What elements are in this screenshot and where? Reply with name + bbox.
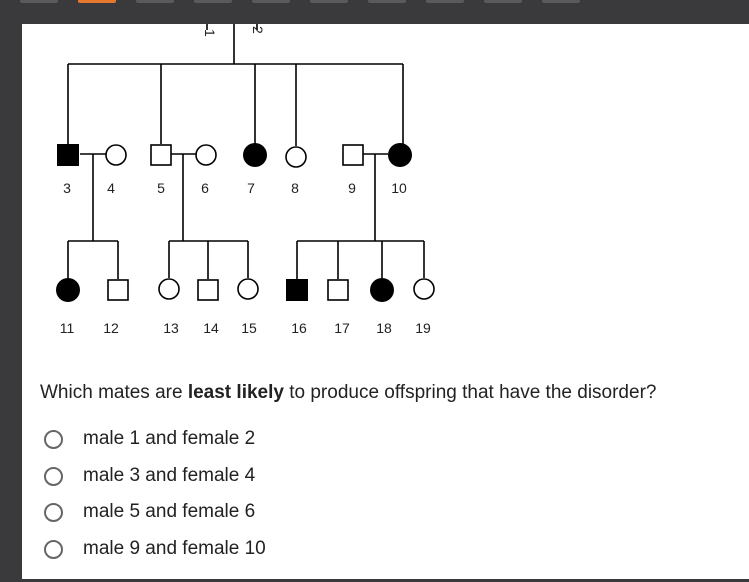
toolbar-tab[interactable] (252, 0, 290, 3)
pedigree-female-affected (56, 278, 80, 302)
question-suffix: to produce offspring that have the disor… (283, 382, 657, 403)
question-prefix: Which mates are (40, 382, 188, 403)
pedigree-male-affected (286, 279, 308, 301)
pedigree-label-19: 19 (415, 320, 431, 336)
toolbar-tab-active[interactable] (78, 0, 116, 3)
pedigree-label-9: 9 (348, 180, 356, 196)
toolbar-tab[interactable] (136, 0, 174, 3)
pedigree-label-10: 10 (391, 180, 407, 196)
toolbar-tab[interactable] (484, 0, 522, 3)
pedigree-male (197, 279, 219, 301)
pedigree-female (105, 144, 127, 166)
pedigree-male (150, 144, 172, 166)
pedigree-male (342, 144, 364, 166)
pedigree-male (327, 279, 349, 301)
question-text: Which mates are least likely to produce … (40, 382, 656, 404)
pedigree-female (413, 278, 435, 300)
pedigree-chart: 1 2 3 4 5 6 7 8 9 10 11 12 13 14 15 16 1… (56, 24, 435, 336)
toolbar-tab[interactable] (310, 0, 348, 3)
pedigree-label-13: 13 (163, 320, 179, 336)
radio-button[interactable] (44, 430, 63, 449)
question-card: 1 2 3 4 5 6 7 8 9 10 11 12 13 14 15 16 1… (22, 24, 749, 579)
answer-option-label: male 1 and female 2 (83, 428, 256, 449)
pedigree-label-7: 7 (247, 180, 255, 196)
toolbar-tab[interactable] (194, 0, 232, 3)
pedigree-female-affected (388, 143, 412, 167)
pedigree-female (195, 144, 217, 166)
pedigree-label-14: 14 (203, 320, 219, 336)
pedigree-label-18: 18 (376, 320, 392, 336)
pedigree-female (237, 278, 259, 300)
answer-option-label: male 9 and female 10 (83, 537, 266, 559)
pedigree-label-17: 17 (334, 320, 350, 336)
radio-button[interactable] (44, 466, 63, 486)
pedigree-male-affected (57, 144, 79, 166)
pedigree-label-4: 4 (107, 180, 115, 196)
toolbar-tab[interactable] (20, 0, 58, 3)
toolbar-tab[interactable] (426, 0, 464, 3)
radio-button[interactable] (44, 539, 63, 559)
toolbar-tab[interactable] (542, 0, 580, 3)
pedigree-female (285, 146, 307, 168)
toolbar-tab[interactable] (368, 0, 406, 3)
pedigree-label-16: 16 (291, 320, 307, 336)
pedigree-label-11: 11 (60, 320, 75, 336)
radio-button[interactable] (44, 503, 63, 522)
pedigree-label-5: 5 (157, 180, 165, 196)
pedigree-female-affected (243, 143, 267, 167)
pedigree-female-affected (370, 278, 394, 302)
pedigree-female (158, 278, 180, 300)
pedigree-label-6: 6 (201, 180, 209, 196)
pedigree-label-8: 8 (291, 180, 299, 196)
bottom-edge (0, 579, 749, 582)
pedigree-lines (67, 24, 425, 279)
pedigree-label-15: 15 (241, 320, 257, 336)
answer-option-label: male 5 and female 6 (83, 501, 256, 522)
answer-option-label: male 3 and female 4 (83, 464, 256, 486)
pedigree-label-3: 3 (63, 180, 71, 196)
question-emphasis: least likely (187, 382, 284, 403)
pedigree-label-2: 2 (250, 26, 266, 34)
pedigree-male (107, 279, 129, 301)
pedigree-label-12: 12 (103, 320, 119, 336)
top-toolbar (0, 0, 749, 24)
pedigree-label-1: 1 (202, 29, 218, 37)
